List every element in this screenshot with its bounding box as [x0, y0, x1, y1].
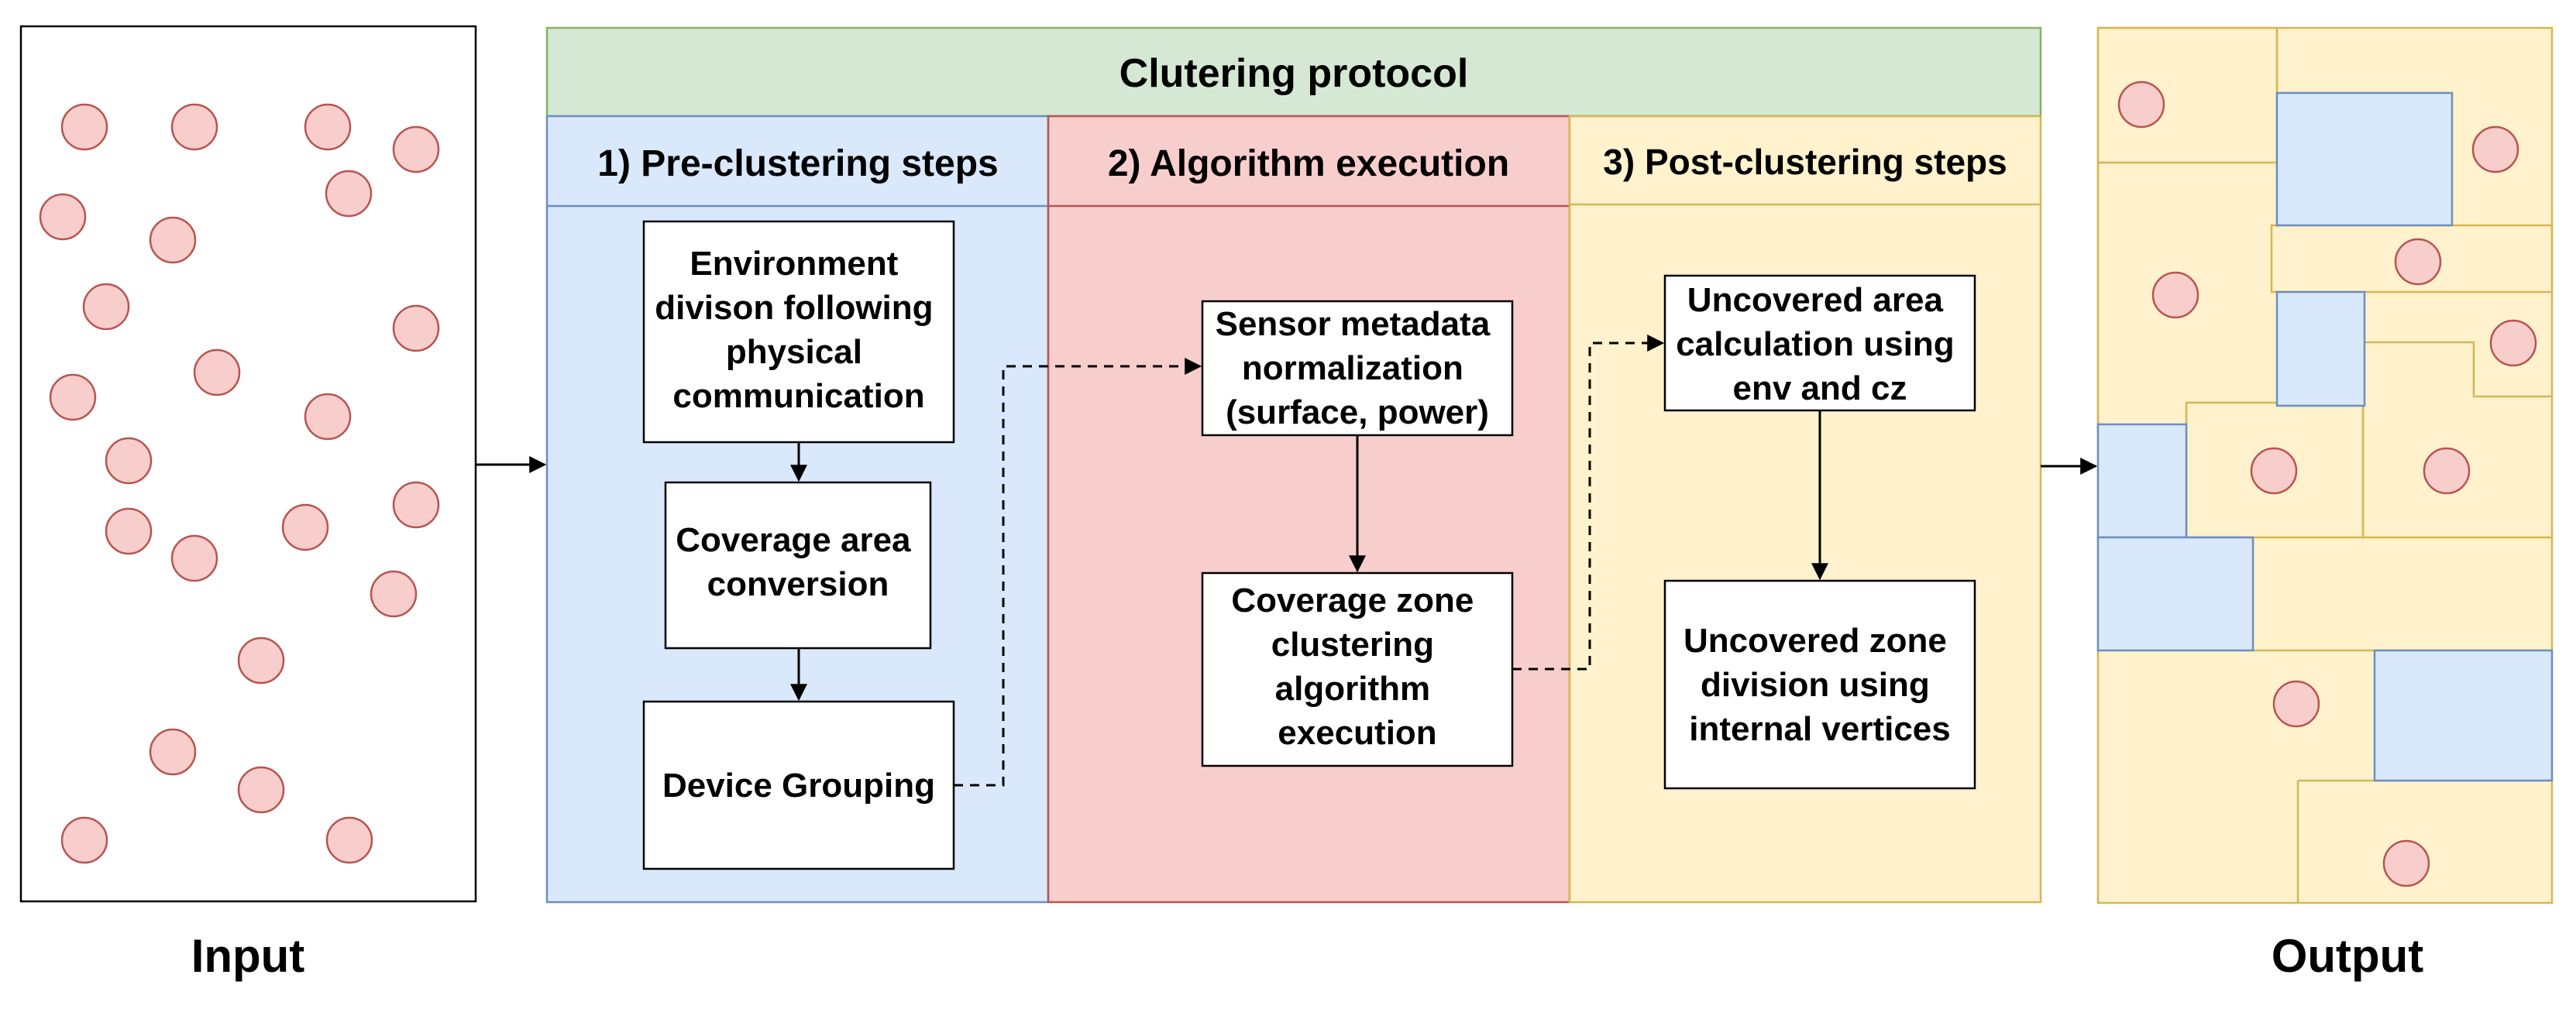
output-uncovered-zone — [2096, 536, 2254, 652]
metadata-normalization-box — [1201, 300, 1514, 437]
sensor-dot — [392, 125, 440, 173]
svg-text:Coverage area conversion: Coverage area conversion — [676, 521, 920, 603]
protocol-header — [545, 26, 2042, 118]
protocol-title: Clutering protocol — [1119, 51, 1469, 96]
device-grouping-label: Device Grouping — [662, 767, 935, 805]
input-label: Input — [191, 930, 305, 982]
uncovered-calculation-line-2: calculation using — [1676, 325, 1954, 363]
arrow-clustering-to-uncovered-calc — [1512, 335, 1665, 671]
input-panel — [19, 25, 477, 903]
sensor-dot — [392, 481, 440, 529]
uncovered-division-line-2: division using — [1701, 666, 1930, 704]
environment-division-line-2: divison following — [655, 289, 933, 327]
output-uncovered-zone — [2096, 423, 2188, 539]
environment-division-line-4: communication — [672, 377, 924, 415]
svg-text:Coverage zone clustering: Coverage zone clustering algorithm execu… — [1231, 582, 1483, 752]
uncovered-division-line-1: Uncovered zone — [1684, 622, 1947, 660]
sensor-dot — [170, 103, 218, 151]
svg-text:Uncovered area calculation: Uncovered area calculation using env and… — [1676, 281, 1964, 407]
environment-division-line-1: Environment — [690, 245, 898, 283]
sensor-dot — [2151, 271, 2199, 319]
arrow-grouping-to-normalization — [954, 358, 1202, 787]
phase-pre-clustering-title: 1) Pre-clustering steps — [597, 143, 999, 184]
sensor-dot — [2117, 81, 2165, 129]
uncovered-division-line-3: internal vertices — [1689, 710, 1951, 748]
svg-text:Uncovered zone division us: Uncovered zone division using internal v… — [1684, 622, 1956, 748]
sensor-dot — [105, 437, 153, 485]
sensor-dot — [2489, 319, 2537, 367]
svg-text:Environment divison follow: Environment divison following physical c… — [655, 245, 943, 415]
phase-algorithm-execution — [1047, 115, 1571, 904]
metadata-normalization-line-2: normalization — [1242, 349, 1463, 387]
environment-division-box — [642, 220, 955, 444]
output-label: Output — [2272, 930, 2424, 982]
coverage-conversion-line-2: conversion — [707, 565, 889, 603]
sensor-dot — [304, 103, 352, 151]
sensor-dot — [2423, 447, 2471, 495]
sensor-dot — [2250, 447, 2298, 495]
phase-post-clustering-title: 3) Post-clustering steps — [1603, 142, 2007, 182]
sensor-dot — [2394, 238, 2442, 286]
sensor-dot — [149, 728, 197, 776]
sensor-dot — [2382, 839, 2430, 887]
output-uncovered-zone — [2275, 290, 2366, 407]
sensor-dot — [39, 193, 87, 241]
sensor-dot — [49, 373, 97, 421]
uncovered-calculation-line-1: Uncovered area — [1687, 281, 1944, 319]
sensor-dot — [304, 393, 352, 441]
sensor-dot — [392, 304, 440, 352]
sensor-dot — [325, 170, 373, 218]
environment-division-line-3: physical — [726, 333, 862, 371]
sensor-dot — [281, 503, 329, 551]
zone-clustering-line-4: execution — [1278, 714, 1436, 752]
sensor-dot — [105, 507, 153, 555]
output-uncovered-zone — [2275, 91, 2454, 227]
coverage-conversion-line-1: Coverage area — [676, 521, 911, 559]
sensor-dot — [2471, 125, 2519, 173]
sensor-dot — [2272, 680, 2320, 728]
uncovered-division-box — [1663, 579, 1976, 790]
output-uncovered-zone — [2373, 649, 2554, 782]
sensor-dot — [82, 283, 130, 331]
metadata-normalization-line-3: (surface, power) — [1226, 393, 1489, 431]
zone-clustering-line-1: Coverage zone — [1231, 582, 1474, 619]
zone-clustering-line-2: clustering — [1271, 626, 1434, 664]
phase-algorithm-execution-title: 2) Algorithm execution — [1108, 143, 1509, 184]
sensor-dot — [60, 816, 108, 864]
zone-clustering-box — [1201, 571, 1514, 767]
sensor-dot — [237, 637, 285, 685]
sensor-dot — [237, 766, 285, 814]
sensor-dot — [370, 570, 418, 618]
uncovered-calculation-box — [1663, 274, 1976, 412]
output-panel — [2096, 26, 2554, 904]
coverage-conversion-box — [664, 481, 932, 650]
sensor-dot — [60, 103, 108, 151]
zone-clustering-line-3: algorithm — [1275, 670, 1430, 708]
sensor-dot — [193, 348, 241, 396]
input-sensor-dots — [39, 103, 440, 864]
metadata-normalization-line-1: Sensor metadata — [1216, 305, 1491, 343]
uncovered-calculation-line-3: env and cz — [1733, 369, 1907, 407]
sensor-dot — [325, 816, 373, 864]
sensor-dot — [149, 216, 197, 264]
svg-text:Sensor metadata normalizat: Sensor metadata normalization (surface, … — [1216, 305, 1500, 431]
sensor-dot — [170, 534, 218, 582]
output-sensor-dots — [2117, 81, 2537, 887]
